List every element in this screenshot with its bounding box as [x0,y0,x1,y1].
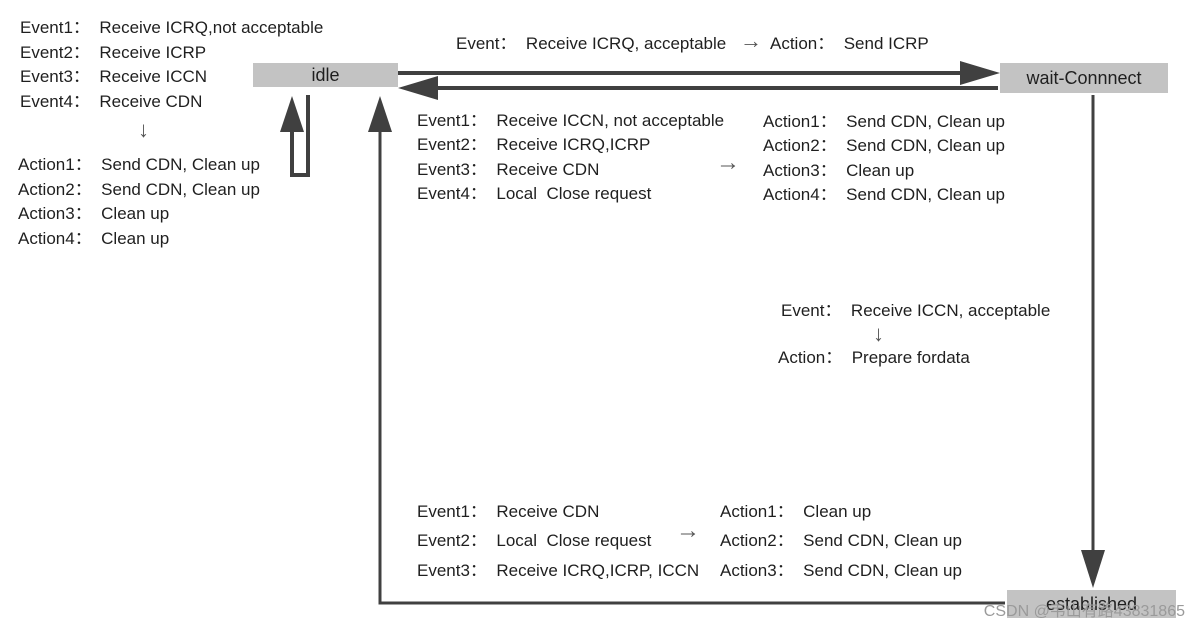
wait-to-established-event: Event： Receive ICCN, acceptable [781,301,1051,320]
wait-to-idle-action-2: Action2： Send CDN, Clean up [763,136,1005,155]
wait-to-established-action: Action： Prepare fordata [778,348,970,367]
arrow-established-to-idle [368,96,1005,605]
watermark: CSDN @韦山有路43831865 [983,603,1185,620]
idle-self-action-4: Action4： Clean up [18,229,170,248]
arrow-wait-to-idle [398,76,998,100]
wait-to-idle-action-4: Action4： Send CDN, Clean up [763,185,1005,204]
idle-self-action-1: Action1： Send CDN, Clean up [18,155,260,174]
state-idle: idle [253,63,398,87]
arrow-wait-to-established [1081,95,1105,588]
state-wait-connect: wait-Connnect [1000,63,1168,93]
established-to-idle-event-3: Event3： Receive ICRQ,ICRP, ICCN [417,561,700,580]
idle-self-action-3: Action3： Clean up [18,204,170,223]
idle-self-event-3: Event3： Receive ICCN [20,67,208,86]
idle-self-down-arrow: ↓ [138,117,149,142]
established-to-idle-action-1: Action1： Clean up [720,502,872,521]
arrow-idle-self-loop [280,95,310,177]
wait-to-established-arrow: ↓ [873,321,884,346]
idle-self-action-2: Action2： Send CDN, Clean up [18,180,260,199]
wait-to-idle-event-2: Event2： Receive ICRQ,ICRP [417,135,651,154]
wait-to-idle-event-1: Event1： Receive ICCN, not acceptable [417,111,725,130]
wait-to-idle-action-1: Action1： Send CDN, Clean up [763,112,1005,131]
idle-to-wait-arrow: → [740,28,762,53]
established-to-idle-arrow: → [676,517,700,544]
idle-self-event-2: Event2： Receive ICRP [20,43,207,62]
wait-to-idle-action-3: Action3： Clean up [763,161,915,180]
wait-to-idle-arrow: → [716,149,740,176]
wait-to-idle-event-4: Event4： Local Close request [417,184,652,203]
established-to-idle-event-2: Event2： Local Close request [417,531,652,550]
established-to-idle-event-1: Event1： Receive CDN [417,502,600,521]
state-established: established [1007,590,1176,618]
wait-to-idle-event-3: Event3： Receive CDN [417,160,600,179]
established-to-idle-action-2: Action2： Send CDN, Clean up [720,531,962,550]
idle-to-wait-action: Action： Send ICRP [770,34,929,53]
idle-self-event-4: Event4： Receive CDN [20,92,203,111]
idle-to-wait-event: Event： Receive ICRQ, acceptable [456,34,727,53]
arrow-idle-to-wait [398,61,1000,85]
established-to-idle-action-3: Action3： Send CDN, Clean up [720,561,962,580]
idle-self-event-1: Event1： Receive ICRQ,not acceptable [20,18,324,37]
